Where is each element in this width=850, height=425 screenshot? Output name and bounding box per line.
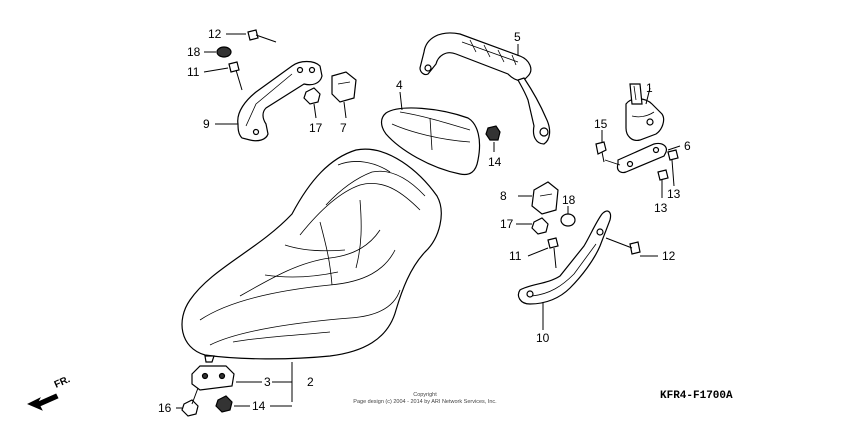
callout-9: 9 [203, 117, 210, 131]
front-direction-arrow: FR. [27, 374, 72, 411]
bolt-11-lower[interactable] [547, 237, 559, 269]
callout-12-lower: 12 [662, 249, 676, 263]
callout-11-upper: 11 [187, 65, 200, 79]
leader-lines [176, 33, 681, 409]
arrow-icon [27, 393, 59, 411]
bolt-12-upper[interactable] [247, 29, 277, 43]
callout-18-lower: 18 [562, 193, 576, 207]
callout-2: 2 [307, 375, 314, 389]
nut-17-lower[interactable] [531, 217, 549, 235]
rubber-8[interactable] [531, 181, 559, 215]
callout-1: 1 [646, 81, 653, 95]
callout-14-lower: 14 [252, 399, 266, 413]
callout-18-upper: 18 [187, 45, 201, 59]
direction-label: FR. [53, 374, 72, 391]
diagram-code: KFR4-F1700A [660, 390, 733, 402]
cap-18-upper[interactable] [216, 46, 232, 58]
cap-18-lower[interactable] [560, 213, 576, 227]
right-bracket[interactable] [517, 210, 612, 305]
callout-17-lower: 17 [500, 217, 514, 231]
callout-17-upper: 17 [309, 121, 323, 135]
callout-14-upper: 14 [488, 155, 502, 169]
stay-3[interactable] [191, 365, 235, 391]
backrest-pad[interactable] [380, 107, 481, 176]
callout-11-lower: 11 [509, 249, 522, 263]
copyright-line-1: Copyright [413, 392, 437, 398]
nut-14-lower[interactable] [215, 395, 233, 413]
bolt-11-upper[interactable] [228, 61, 243, 91]
callout-5: 5 [514, 30, 521, 44]
nut-14-upper[interactable] [485, 125, 501, 141]
copyright-line-2: Page design (c) 2004 - 2014 by ARI Netwo… [353, 399, 497, 405]
callout-12-upper: 12 [208, 27, 222, 41]
nut-13-a[interactable] [667, 149, 679, 161]
callout-6: 6 [684, 139, 691, 153]
left-bracket[interactable] [237, 60, 323, 142]
callout-13-a: 13 [667, 187, 681, 201]
nut-17-upper[interactable] [303, 87, 321, 105]
callout-8: 8 [500, 189, 507, 203]
seat[interactable] [181, 148, 442, 363]
callout-3: 3 [264, 375, 271, 389]
rubber-7[interactable] [331, 71, 357, 103]
callout-16: 16 [158, 401, 172, 415]
grab-rail[interactable] [419, 32, 551, 145]
callout-10: 10 [536, 331, 550, 345]
callout-13-b: 13 [654, 201, 668, 215]
bolt-12-lower[interactable] [605, 237, 641, 255]
copyright-notice: Copyright Page design (c) 2004 - 2014 by… [353, 392, 497, 405]
lock-bracket[interactable] [604, 142, 667, 174]
callout-7: 7 [340, 121, 347, 135]
bolt-16[interactable] [181, 387, 199, 417]
callout-15: 15 [594, 117, 608, 131]
nut-13-b[interactable] [657, 169, 669, 181]
callout-4: 4 [396, 78, 403, 92]
screw-15[interactable] [595, 141, 607, 163]
callouts: 1 2 3 4 5 6 7 8 9 10 11 11 12 12 13 13 1… [158, 27, 691, 415]
seat-lock[interactable] [625, 83, 665, 141]
